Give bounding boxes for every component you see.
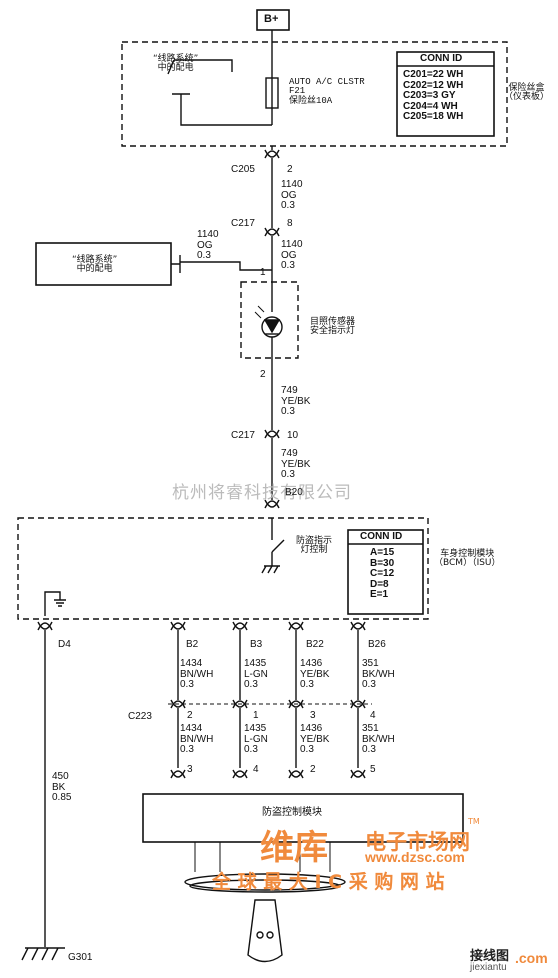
ground-label: G301 bbox=[68, 952, 93, 963]
c205-wire: 1140 OG 0.3 bbox=[281, 179, 303, 211]
fuse-block-side-label: 保险丝盒 （仪表板） bbox=[504, 83, 550, 103]
fuse-distribution-label: “线路系统” 中的配电 bbox=[153, 54, 199, 74]
fuse-block-outline bbox=[121, 41, 508, 147]
led-pin-bottom: 2 bbox=[260, 369, 266, 380]
channel-wire-bottom: 1436 YE/BK 0.3 bbox=[300, 723, 330, 755]
channel-pin: B26 bbox=[368, 639, 386, 650]
bcm-pin-b20: B20 bbox=[285, 487, 303, 498]
watermark-tm: TM bbox=[468, 817, 480, 826]
channel-pin: B2 bbox=[186, 639, 199, 650]
channel-c-pin: 3 bbox=[310, 710, 316, 721]
immobilizer-module-label: 防盗控制模块 bbox=[262, 807, 322, 818]
c217-bottom-pin: 10 bbox=[287, 430, 299, 441]
c205-connector bbox=[264, 149, 280, 158]
g301-ground bbox=[21, 947, 65, 961]
channel-pin: B3 bbox=[250, 639, 263, 650]
fuse-conn-box bbox=[396, 51, 495, 137]
channel-module-pin: 4 bbox=[253, 764, 259, 775]
watermark-logo: 维库 bbox=[260, 828, 328, 868]
c217-top-name: C217 bbox=[231, 218, 255, 229]
watermark-corner-url: jiexiantu bbox=[470, 962, 507, 973]
c217-bottom-name: C217 bbox=[231, 430, 255, 441]
channel-wire-top: 1435 L-GN 0.3 bbox=[244, 658, 268, 690]
channel-wires bbox=[170, 621, 366, 779]
c217-bottom-wire: 749 YE/BK 0.3 bbox=[281, 448, 311, 480]
ground-pin: D4 bbox=[58, 639, 71, 650]
bcm-conn-row: E=1 bbox=[370, 589, 389, 600]
fuse-conn-row: C205=18 WH bbox=[403, 111, 464, 122]
distribution-box-label: “线路系统” 中的配电 bbox=[72, 255, 118, 275]
c205-pin: 2 bbox=[287, 164, 293, 175]
channel-wire-bottom: 1434 BN/WH 0.3 bbox=[180, 723, 214, 755]
c223-label: C223 bbox=[128, 711, 152, 722]
channel-module-pin: 2 bbox=[310, 764, 316, 775]
c205-name: C205 bbox=[231, 164, 255, 175]
channel-wire-top: 351 BK/WH 0.3 bbox=[362, 658, 395, 690]
watermark-slogan: 全 球 最 大 I C 采 购 网 站 bbox=[212, 871, 445, 893]
led-component-outline bbox=[240, 281, 299, 359]
watermark-center: 杭州将睿科技有限公司 bbox=[172, 483, 352, 503]
channel-module-pin: 5 bbox=[370, 764, 376, 775]
bcm-conn-title: CONN ID bbox=[360, 531, 403, 542]
channel-wire-bottom: 351 BK/WH 0.3 bbox=[362, 723, 395, 755]
b20-connector bbox=[264, 499, 280, 508]
bcm-conn-rows: A=15 B=30 C=12 D=8 E=1 bbox=[370, 547, 395, 601]
bcm-conn-row: D=8 bbox=[370, 578, 389, 590]
c217-connector-bottom bbox=[264, 429, 280, 438]
watermark-url: www.dzsc.com bbox=[365, 849, 465, 865]
fuse-conn-row: C203=3 GY bbox=[403, 90, 456, 101]
channel-wire-top: 1434 BN/WH 0.3 bbox=[180, 658, 214, 690]
fuse-label: AUTO A/C CLSTR F21 保险丝10A bbox=[289, 77, 365, 106]
ground-wire: 450 BK 0.85 bbox=[52, 771, 72, 803]
fuse-conn-rows: C201=22 WH C202=12 WH C203=3 GY C204=4 W… bbox=[403, 69, 464, 123]
channel-c-pin: 2 bbox=[187, 710, 193, 721]
channel-pin: B22 bbox=[306, 639, 324, 650]
bcm-outline bbox=[17, 517, 429, 620]
led-pin-top: 1 bbox=[260, 267, 266, 278]
c217-top-pin: 8 bbox=[287, 218, 293, 229]
bcm-conn-row: B=30 bbox=[370, 557, 395, 569]
bcm-conn-row: A=15 bbox=[370, 547, 395, 558]
channel-wire-top: 1436 YE/BK 0.3 bbox=[300, 658, 330, 690]
supply-box bbox=[256, 9, 290, 31]
watermark-corner-com: .com bbox=[515, 950, 548, 966]
watermark-brand: 电子市场网 bbox=[365, 830, 470, 854]
channel-wire-bottom: 1435 L-GN 0.3 bbox=[244, 723, 268, 755]
channel-module-pin: 3 bbox=[187, 764, 193, 775]
channel-c-pin: 1 bbox=[253, 710, 259, 721]
bcm-conn-row: C=12 bbox=[370, 568, 395, 579]
immobilizer-module-box bbox=[142, 793, 464, 843]
c217-top-wire-right: 1140 OG 0.3 bbox=[281, 239, 303, 271]
bcm-conn-box bbox=[347, 529, 424, 615]
d4-connector bbox=[37, 621, 53, 630]
fuse-conn-title: CONN ID bbox=[420, 53, 463, 64]
channel-c-pin: 4 bbox=[370, 710, 376, 721]
fuse-conn-row: C201=22 WH bbox=[403, 69, 464, 80]
c217-top-wire-left: 1140 OG 0.3 bbox=[197, 229, 219, 261]
supply-label: B+ bbox=[264, 13, 279, 25]
fuse-conn-row: C204=4 WH bbox=[403, 100, 458, 112]
fuse-conn-row: C202=12 WH bbox=[403, 79, 464, 91]
watermark-corner-cn: 接线图 bbox=[470, 949, 510, 964]
bcm-side-label: 车身控制模块 （BCM）（ISU） bbox=[434, 549, 501, 569]
bcm-switch-label: 防盗指示 灯控制 bbox=[296, 536, 333, 556]
c217-connector-top bbox=[264, 227, 280, 236]
wire-749-label: 749 YE/BK 0.3 bbox=[281, 385, 311, 417]
led-label: 目照传感器 安全指示灯 bbox=[310, 317, 356, 337]
